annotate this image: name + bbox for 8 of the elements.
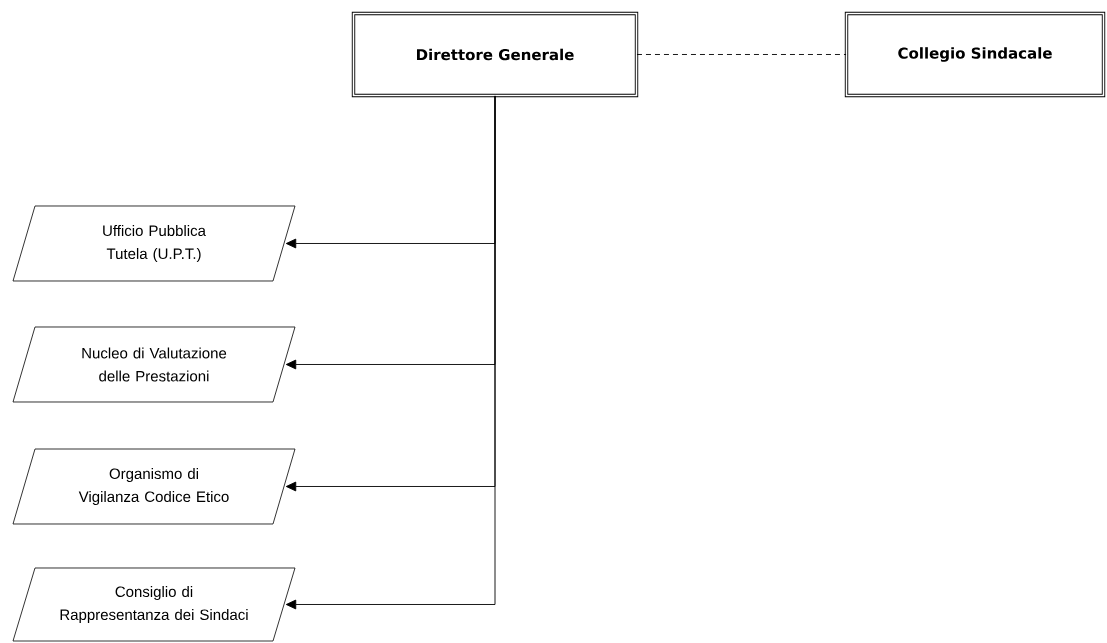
arrow: [285, 95, 496, 610]
title-box: Collegio Sindacale: [844, 11, 1106, 98]
title-box: Direttore Generale: [351, 11, 639, 98]
parallelogram-box: Organismo di Vigilanza Codice Etico: [12, 448, 296, 525]
parallelogram-box: Nucleo di Valutazione delle Prestazioni: [12, 326, 296, 403]
parallelogram-box: Ufficio Pubblica Tutela (U.P.T.): [12, 205, 296, 282]
parallelogram-box: Consiglio di Rappresentanza dei Sindaci: [12, 567, 296, 642]
dashed-connector: [636, 54, 847, 55]
